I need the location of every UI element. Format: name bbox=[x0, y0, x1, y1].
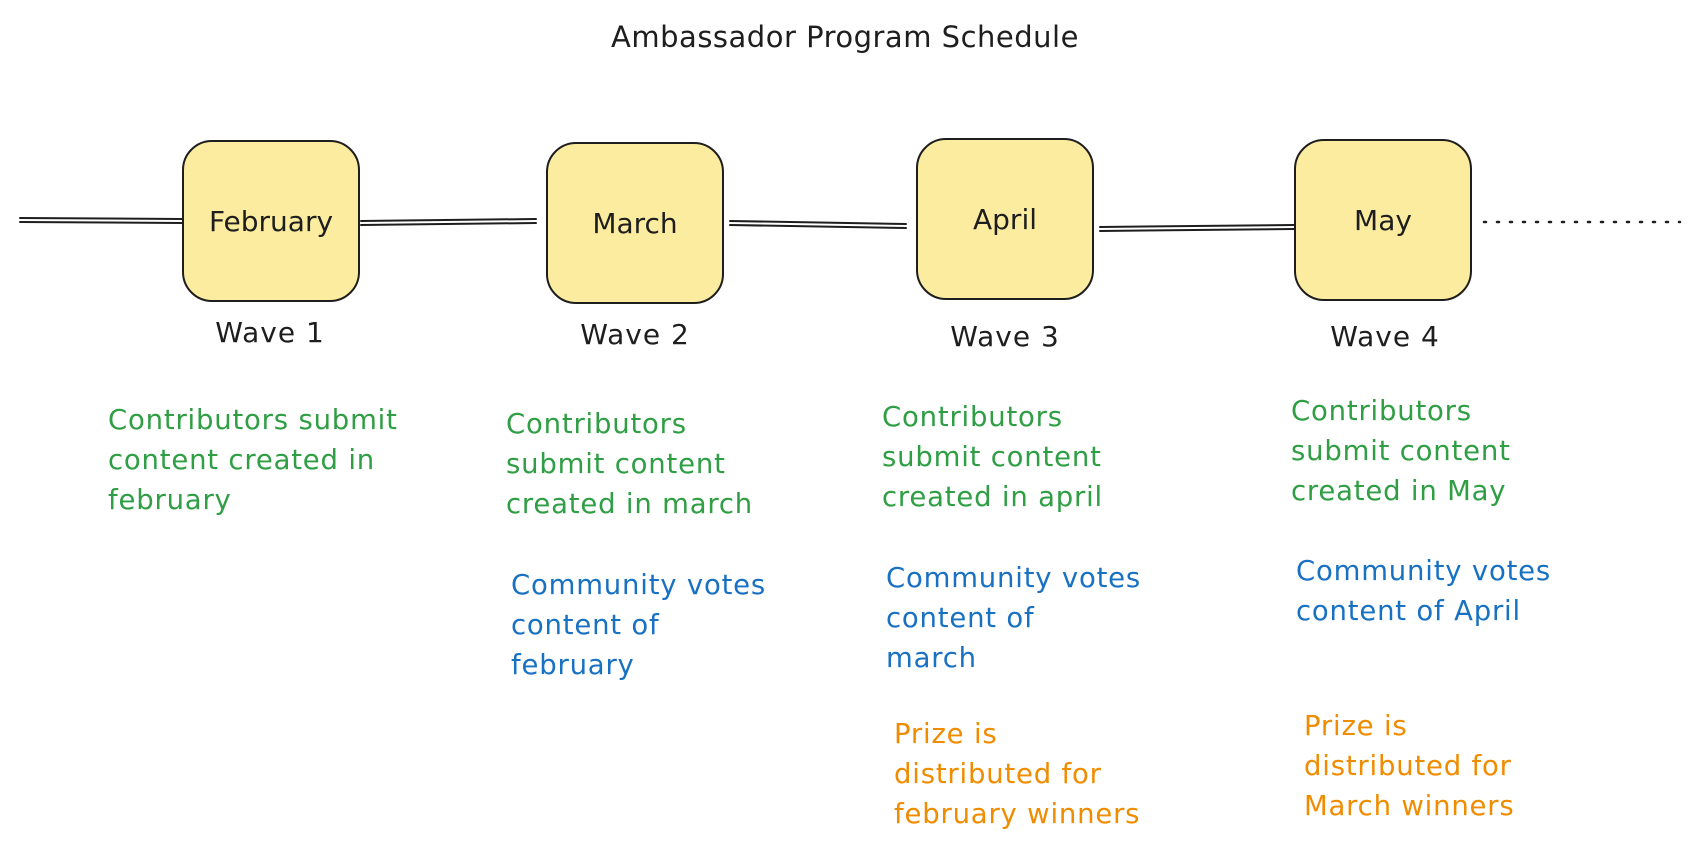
note-line: content of bbox=[886, 602, 1035, 634]
note-line: content of bbox=[511, 609, 660, 641]
wave-label-4: Wave 4 bbox=[1330, 320, 1440, 353]
month-node-may: May bbox=[1294, 139, 1472, 301]
note-line: march bbox=[886, 642, 977, 674]
note-line: distributed for bbox=[1304, 750, 1512, 782]
prize-note-wave-3: Prize is distributed for february winner… bbox=[894, 714, 1140, 834]
timeline-connector-feb-mar-sketch bbox=[360, 222, 537, 226]
timeline-connector-apr-may-sketch bbox=[1099, 228, 1295, 232]
month-label: May bbox=[1354, 203, 1412, 237]
note-line: created in march bbox=[506, 488, 753, 520]
timeline-connector-mar-apr-sketch bbox=[729, 224, 907, 229]
vote-note-wave-4: Community votes content of April bbox=[1296, 551, 1551, 631]
prize-note-wave-4: Prize is distributed for March winners bbox=[1304, 706, 1515, 826]
vote-note-wave-3: Community votes content of march bbox=[886, 558, 1141, 678]
month-label: March bbox=[592, 206, 678, 240]
month-label: April bbox=[973, 202, 1037, 236]
note-line: Contributors submit bbox=[108, 404, 398, 436]
note-line: content created in bbox=[108, 444, 375, 476]
timeline-connector-feb-mar bbox=[360, 218, 537, 222]
timeline-connector-mar-apr bbox=[729, 220, 907, 225]
note-line: distributed for bbox=[894, 758, 1102, 790]
note-line: Community votes bbox=[511, 569, 767, 601]
note-line: content of April bbox=[1296, 595, 1521, 627]
note-line: created in april bbox=[882, 481, 1103, 513]
note-line: March winners bbox=[1304, 790, 1515, 822]
note-line: created in May bbox=[1291, 475, 1507, 507]
note-line: submit content bbox=[1291, 435, 1511, 467]
month-node-february: February bbox=[182, 140, 360, 302]
timeline-lead-in-line bbox=[19, 217, 183, 220]
submit-note-wave-1: Contributors submit content created in f… bbox=[108, 400, 398, 520]
note-line: submit content bbox=[506, 448, 726, 480]
note-line: submit content bbox=[882, 441, 1102, 473]
note-line: february bbox=[511, 649, 635, 681]
month-label: February bbox=[208, 204, 334, 238]
diagram-title: Ambassador Program Schedule bbox=[611, 20, 1079, 54]
vote-note-wave-2: Community votes content of february bbox=[511, 565, 766, 685]
submit-note-wave-2: Contributors submit content created in m… bbox=[506, 404, 753, 524]
submit-note-wave-3: Contributors submit content created in a… bbox=[882, 397, 1103, 517]
note-line: Contributors bbox=[506, 408, 687, 440]
submit-note-wave-4: Contributors submit content created in M… bbox=[1291, 391, 1511, 511]
wave-label-1: Wave 1 bbox=[215, 316, 325, 349]
note-line: Contributors bbox=[1291, 395, 1472, 427]
wave-label-3: Wave 3 bbox=[950, 320, 1060, 353]
month-node-april: April bbox=[916, 138, 1094, 300]
note-line: february bbox=[108, 484, 232, 516]
note-line: Community votes bbox=[886, 562, 1142, 594]
timeline-connector-apr-may bbox=[1099, 224, 1295, 228]
month-node-march: March bbox=[546, 142, 724, 304]
wave-label-2: Wave 2 bbox=[580, 318, 690, 351]
note-line: Community votes bbox=[1296, 555, 1552, 587]
note-line: february winners bbox=[894, 798, 1141, 830]
note-line: Contributors bbox=[882, 401, 1063, 433]
timeline-lead-in-line-sketch bbox=[19, 221, 183, 224]
note-line: Prize is bbox=[1304, 710, 1408, 742]
note-line: Prize is bbox=[894, 718, 998, 750]
